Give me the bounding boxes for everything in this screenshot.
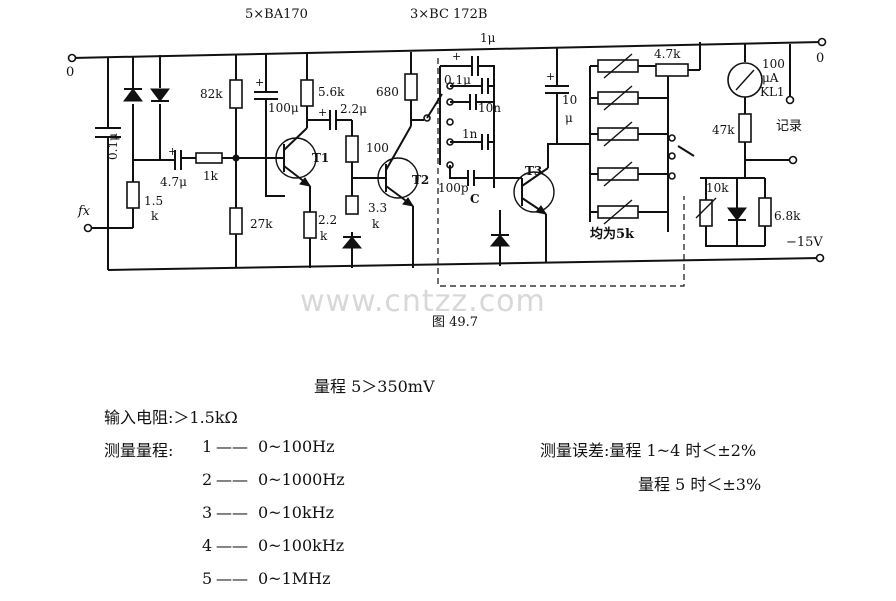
c-0-1u-b-label: 0.1μ	[444, 73, 471, 87]
plus-2-2u: +	[318, 106, 327, 119]
r-2-2k-label: 2.2	[318, 213, 337, 227]
c-4-7u-label: 4.7μ	[160, 175, 187, 189]
input-resistance-spec: 输入电阻:＞1.5kΩ	[104, 408, 238, 427]
range-row-num: 1	[202, 437, 213, 456]
r-3-3k-label: 3.3	[368, 201, 387, 215]
r-10k-label: 10k	[706, 181, 729, 195]
bottom-rail	[107, 253, 825, 271]
watermark: www.cntzz.com	[300, 284, 546, 319]
c-label: C	[470, 192, 480, 206]
c-1u-label: 1μ	[480, 31, 496, 45]
diode-count-label: 5×BA170	[245, 7, 308, 22]
c-100p-label: 100p	[438, 181, 469, 195]
t3-label: T3	[525, 164, 542, 178]
range-row-num: 5	[202, 569, 213, 588]
meter-ua-label: μA	[762, 71, 779, 85]
meter-section	[655, 42, 798, 247]
figure-caption: 图 49.7	[432, 315, 478, 330]
range-row-num: 4	[202, 536, 213, 555]
plus-1u: +	[452, 50, 461, 63]
error-spec-2: 量程 5 时＜±3%	[638, 475, 762, 494]
pot-bank	[437, 53, 695, 287]
ranges-label: 测量量程:	[104, 441, 174, 460]
t2-label: T2	[412, 173, 429, 187]
r-82k-label: 82k	[200, 87, 223, 101]
plus-10u: +	[546, 70, 555, 83]
c-10u-unit: μ	[565, 111, 573, 125]
capacitor-bank	[439, 56, 520, 188]
c-2-2u-label: 2.2μ	[340, 102, 367, 116]
range-row-value: 0~100kHz	[258, 536, 345, 555]
pots-label: 均为5k	[590, 226, 635, 242]
c-10n-label: 10n	[478, 101, 501, 115]
r-100-label: 100	[366, 141, 389, 155]
terminal-0-right-label: 0	[816, 51, 824, 66]
r-1-5k-unit: k	[151, 209, 159, 223]
transistor-count-label: 3×BC 172B	[410, 7, 487, 22]
meter-100-label: 100	[762, 57, 785, 71]
c-100u-label: 100μ	[268, 101, 299, 115]
meter-kl1-label: KL1	[760, 85, 785, 99]
r-47k-label: 47k	[712, 123, 735, 137]
c-0-1u-label: 0.1μ	[106, 133, 120, 160]
t1-stage	[229, 52, 363, 268]
r-1-5k-label: 1.5	[144, 194, 163, 208]
terminal-0-left-label: 0	[66, 65, 74, 80]
range-row-dash: ——	[216, 569, 248, 588]
r-4-7k-label: 4.7k	[654, 47, 681, 61]
plus-100u: +	[255, 76, 264, 89]
range-row-value: 0~1000Hz	[258, 470, 345, 489]
input-section	[83, 55, 236, 270]
r-5-6k-label: 5.6k	[318, 85, 345, 99]
range-row-num: 3	[202, 503, 213, 522]
range-row-dash: ——	[216, 470, 248, 489]
neg15v-label: −15V	[786, 235, 823, 250]
range-row-value: 0~1MHz	[258, 569, 331, 588]
top-rail	[67, 37, 827, 63]
fx-label: fx	[77, 204, 91, 219]
range-row-value: 0~100Hz	[258, 437, 335, 456]
r-6-8k-label: 6.8k	[774, 209, 801, 223]
range5-spec: 量程 5＞350mV	[314, 377, 435, 396]
r-3-3k-unit: k	[372, 217, 380, 231]
t3-stage	[489, 47, 569, 266]
t2-stage	[352, 52, 443, 268]
t1-label: T1	[312, 151, 329, 165]
c-10u-label: 10	[562, 93, 577, 107]
circuit-schematic: 5×BA170 3×BC 172B 0 0 −15V 0	[66, 7, 827, 330]
range-row-value: 0~10kHz	[258, 503, 335, 522]
range-row-num: 2	[202, 470, 213, 489]
c-1n-label: 1n	[462, 127, 478, 141]
r-680-label: 680	[376, 85, 399, 99]
error-spec-1: 测量误差:量程 1~4 时＜±2%	[540, 441, 757, 460]
r-1k-label: 1k	[203, 169, 219, 183]
range-row-dash: ——	[216, 503, 248, 522]
range-row-dash: ——	[216, 536, 248, 555]
record-label: 记录	[776, 119, 802, 134]
r-2-2k-unit: k	[320, 229, 328, 243]
range-row-dash: ——	[216, 437, 248, 456]
r-27k-label: 27k	[250, 217, 273, 231]
plus-4-7u: +	[168, 145, 177, 158]
